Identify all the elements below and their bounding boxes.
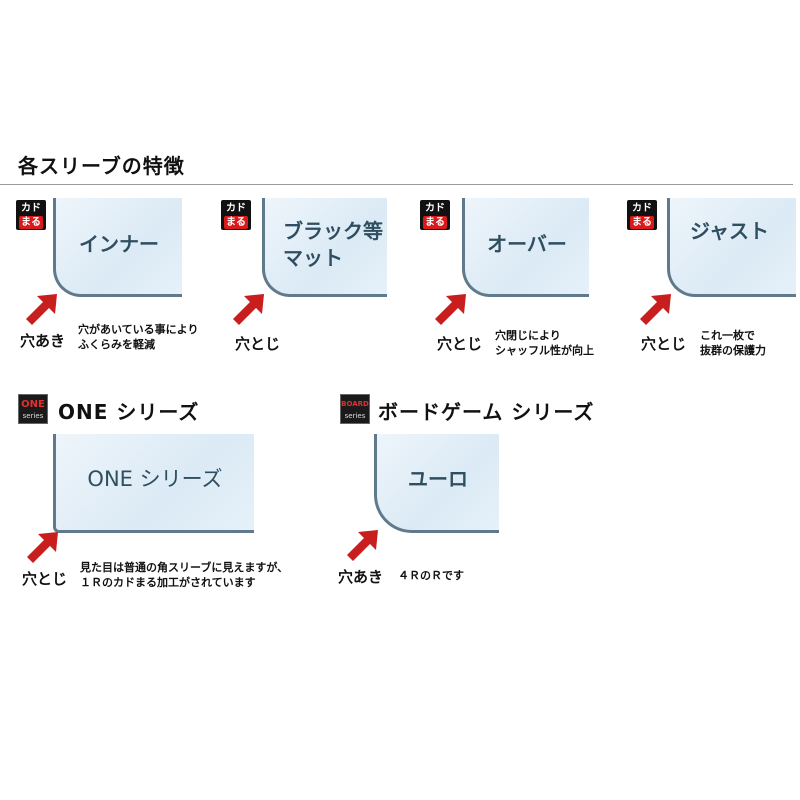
page-title: 各スリーブの特徴 [18,154,185,178]
sleeve-name: ジャスト [690,219,769,243]
one-series-title: ONE シリーズ [58,400,200,424]
sleeve-name: ONE シリーズ [87,467,223,491]
hole-type-label: 穴とじ [22,570,68,588]
feature-description: 穴閉じによりシャッフル性が向上 [495,329,594,357]
board-game-series-title: ボードゲーム シリーズ [378,400,595,424]
sleeve-name: インナー [79,232,159,256]
kadomaru-badge: カドまる [420,200,450,230]
sleeve-card-black-matte: ブラック等マット [262,198,387,297]
feature-description: ４ＲのＲです [398,569,464,582]
red-diagonal-arrow-icon [432,292,468,328]
sleeve-card-one-series: ONE シリーズ [53,434,254,533]
red-diagonal-arrow-icon [23,292,59,328]
hole-type-label: 穴あき [338,568,384,586]
one-series-logo: ONE series [18,394,48,424]
board-game-series-logo: BOARD series [340,394,370,424]
feature-description: 穴があいている事によりふくらみを軽減 [78,323,199,351]
sleeve-name: オーバー [487,232,567,256]
red-diagonal-arrow-icon [344,528,380,564]
sleeve-card-inner: インナー [53,198,182,297]
sleeve-name: ユーロ [408,467,468,491]
sleeve-name: ブラック等マット [283,219,383,270]
red-diagonal-arrow-icon [24,530,60,566]
red-diagonal-arrow-icon [230,292,266,328]
hole-type-label: 穴とじ [235,335,281,353]
sleeve-card-euro: ユーロ [374,434,499,533]
feature-description: 見た目は普通の角スリーブに見えますが、１Ｒのカドまる加工がされています [80,561,289,589]
sleeve-card-over: オーバー [462,198,589,297]
sleeve-card-just: ジャスト [667,198,796,297]
kadomaru-badge: カドまる [627,200,657,230]
feature-description: これ一枚で抜群の保護力 [700,329,766,357]
title-divider [0,184,793,185]
kadomaru-badge: カドまる [16,200,46,230]
hole-type-label: 穴とじ [437,335,483,353]
hole-type-label: 穴とじ [641,335,687,353]
hole-type-label: 穴あき [20,332,66,350]
kadomaru-badge: カドまる [221,200,251,230]
red-diagonal-arrow-icon [637,292,673,328]
